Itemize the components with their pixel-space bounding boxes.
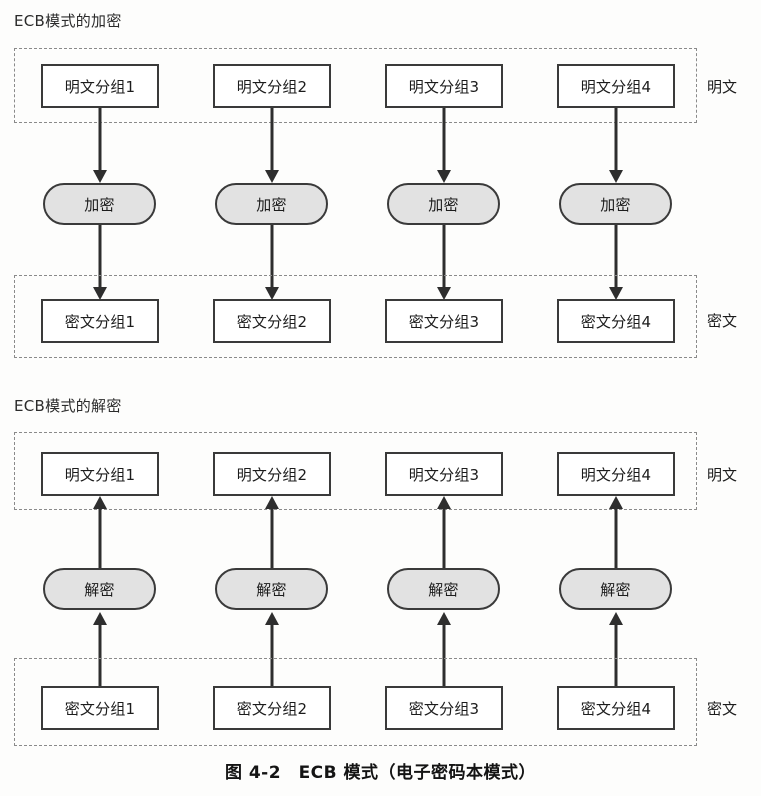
dashed-group-plaintext-encryption [14,48,697,123]
arrow-ciphertext-to-decrypt-3 [428,612,460,688]
arrow-encrypt-to-ciphertext-1 [84,225,116,303]
ciphertext-block-4-encryption: 密文分组4 [557,299,675,343]
operation-encrypt-3: 加密 [387,183,500,225]
operation-encrypt-4: 加密 [559,183,672,225]
arrow-plaintext-to-encrypt-1 [84,108,116,183]
arrow-plaintext-to-encrypt-4 [600,108,632,183]
operation-decrypt-3: 解密 [387,568,500,610]
side-label-ciphertext-decryption: 密文 [707,700,738,718]
arrow-plaintext-to-encrypt-2 [256,108,288,183]
plaintext-block-3-decryption: 明文分组3 [385,452,503,496]
arrow-decrypt-to-plaintext-1 [84,496,116,568]
arrow-encrypt-to-ciphertext-4 [600,225,632,303]
ciphertext-block-2-encryption: 密文分组2 [213,299,331,343]
arrow-ciphertext-to-decrypt-2 [256,612,288,688]
arrow-encrypt-to-ciphertext-3 [428,225,460,303]
operation-decrypt-2: 解密 [215,568,328,610]
arrow-ciphertext-to-decrypt-1 [84,612,116,688]
operation-encrypt-2: 加密 [215,183,328,225]
plaintext-block-2-decryption: 明文分组2 [213,452,331,496]
operation-decrypt-4: 解密 [559,568,672,610]
arrow-encrypt-to-ciphertext-2 [256,225,288,303]
side-label-plaintext-encryption: 明文 [707,78,738,96]
dashed-group-ciphertext-encryption [14,275,697,358]
plaintext-block-1-decryption: 明文分组1 [41,452,159,496]
operation-encrypt-1: 加密 [43,183,156,225]
arrow-plaintext-to-encrypt-3 [428,108,460,183]
arrow-ciphertext-to-decrypt-4 [600,612,632,688]
ciphertext-block-4-decryption: 密文分组4 [557,686,675,730]
side-label-ciphertext-encryption: 密文 [707,312,738,330]
ciphertext-block-3-encryption: 密文分组3 [385,299,503,343]
ciphertext-block-3-decryption: 密文分组3 [385,686,503,730]
side-label-plaintext-decryption: 明文 [707,466,738,484]
plaintext-block-2-encryption: 明文分组2 [213,64,331,108]
dashed-group-ciphertext-decryption [14,658,697,746]
plaintext-block-4-encryption: 明文分组4 [557,64,675,108]
plaintext-block-3-encryption: 明文分组3 [385,64,503,108]
plaintext-block-4-decryption: 明文分组4 [557,452,675,496]
plaintext-block-1-encryption: 明文分组1 [41,64,159,108]
operation-decrypt-1: 解密 [43,568,156,610]
ciphertext-block-1-encryption: 密文分组1 [41,299,159,343]
ciphertext-block-1-decryption: 密文分组1 [41,686,159,730]
arrow-decrypt-to-plaintext-2 [256,496,288,568]
arrow-decrypt-to-plaintext-3 [428,496,460,568]
section-title-decryption: ECB模式的解密 [14,397,122,415]
arrow-decrypt-to-plaintext-4 [600,496,632,568]
figure-caption: 图 4-2 ECB 模式（电子密码本模式） [224,763,537,783]
ciphertext-block-2-decryption: 密文分组2 [213,686,331,730]
dashed-group-plaintext-decryption [14,432,697,510]
section-title-encryption: ECB模式的加密 [14,12,122,30]
